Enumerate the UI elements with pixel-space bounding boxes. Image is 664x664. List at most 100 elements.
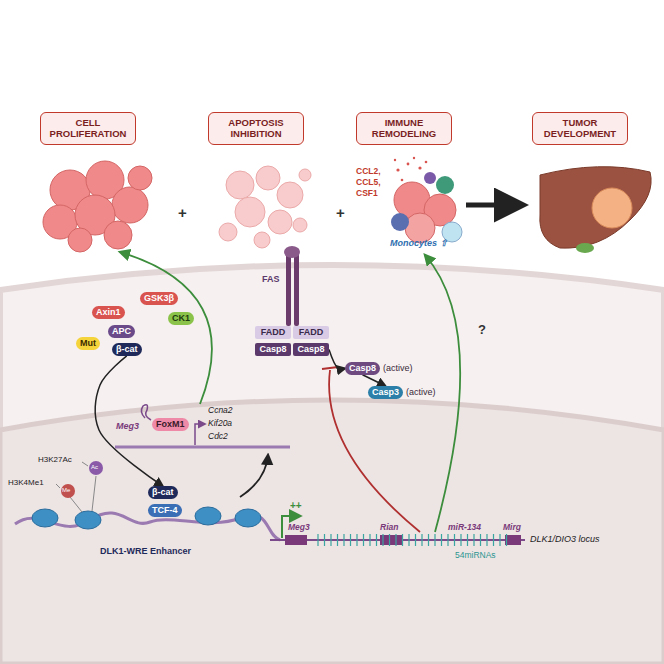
caspase-box: Casp8: [255, 343, 291, 356]
node-label: Casp8: [297, 344, 324, 354]
immune-niche: [391, 157, 462, 243]
cell-membrane: [0, 265, 664, 664]
protein-blob: β-cat: [148, 486, 178, 499]
node-label: FADD: [299, 327, 324, 337]
gene-label: Ccna2: [208, 405, 233, 415]
meg3-rna: [141, 405, 151, 420]
node-label: IMMUNE REMODELING: [372, 117, 436, 139]
protein-blob: FoxM1: [152, 418, 189, 431]
mirna-tick: [447, 534, 448, 546]
mirna-tick: [317, 534, 318, 546]
plus-sign: +: [336, 204, 345, 222]
outcome-box: TUMOR DEVELOPMENT: [532, 112, 628, 145]
protein-blob: β-cat: [112, 343, 142, 356]
mirna-tick: [324, 534, 325, 546]
mirna-tick: [486, 534, 487, 546]
node-label: CK1: [172, 313, 190, 323]
mutation-star: Mut: [76, 337, 100, 350]
inhibition-bar: [322, 367, 338, 369]
transcription-arrow: [195, 424, 205, 445]
mirna-tick: [493, 534, 494, 546]
mirna-tick: [441, 534, 442, 546]
progression-arrow: [466, 203, 522, 208]
cytokine-label: CCL2,: [356, 166, 381, 176]
leader-line: [82, 462, 88, 466]
fadd-box: FADD: [255, 326, 291, 339]
active-caspase: Casp3(active): [368, 386, 403, 399]
mirna-tick: [454, 534, 455, 546]
activation-arrow: [240, 455, 268, 497]
mirna-tick: [506, 534, 507, 546]
gene-label: Kif20a: [208, 418, 232, 428]
gene-label: Meg3: [288, 522, 310, 532]
node-label: Axin1: [96, 307, 121, 317]
connector-arrow: [363, 375, 386, 386]
upregulation-mark: ++: [290, 500, 302, 512]
node-label: GSK3β: [144, 293, 174, 303]
protein-blob: CK1: [168, 312, 194, 325]
node-label: β-cat: [152, 487, 174, 497]
node-label: Mut: [80, 338, 96, 348]
protein-blob: Axin1: [92, 306, 125, 319]
gene-label: Meg3: [116, 421, 139, 432]
cytokine-label: CCL5,: [356, 177, 381, 187]
mirna-tick: [460, 534, 461, 546]
node-label: TUMOR DEVELOPMENT: [544, 117, 616, 139]
outcome-box: CELL PROLIFERATION: [40, 112, 136, 145]
active-caspase: Casp8(active): [345, 362, 380, 375]
plus-sign: +: [178, 204, 187, 222]
outcome-box: IMMUNE REMODELING: [356, 112, 452, 145]
mirna-tick: [330, 534, 331, 546]
connector-arrow: [329, 349, 345, 368]
mirna-tick: [434, 534, 435, 546]
mirna-tick: [395, 534, 396, 546]
histone-mark-label: H3K27Ac: [38, 455, 72, 465]
nucleosomes: [32, 507, 261, 529]
mark-symbol: Ac: [91, 464, 98, 471]
node-label: APC: [112, 326, 131, 336]
node-label: Casp8: [349, 363, 376, 373]
mark-stem: [92, 476, 96, 511]
protein-blob: TCF-4: [148, 504, 182, 517]
node-label: Casp3: [372, 387, 399, 397]
fas-receptor: [284, 246, 300, 326]
outcome-box: APOPTOSIS INHIBITION: [208, 112, 304, 145]
mirna-tick: [415, 534, 416, 546]
dna-strand: [115, 446, 290, 449]
node-label: CELL PROLIFERATION: [50, 117, 127, 139]
mirna-tick: [343, 534, 344, 546]
protein-blob: GSK3β: [140, 292, 178, 305]
liver: [540, 167, 651, 253]
histone-mark-label: H3K4Me1: [8, 478, 44, 488]
mirna-tick: [480, 534, 481, 546]
state-label: (active): [406, 387, 436, 398]
caspase-box: Casp8: [293, 343, 329, 356]
mirna-tick: [356, 534, 357, 546]
gene-label: Rian: [380, 522, 398, 532]
mirna-tick: [389, 534, 390, 546]
node-label: Casp8: [259, 344, 286, 354]
mirna-label: 54miRNAs: [455, 550, 496, 560]
methyl-mark: [61, 484, 75, 498]
apoptotic-cells: [219, 166, 311, 248]
mark-symbol: Me: [62, 487, 70, 494]
protein-blob: APC: [108, 325, 135, 338]
unknown-mark: ?: [478, 322, 486, 338]
nuclear-membrane: [0, 400, 664, 664]
mirna-tick: [402, 534, 403, 546]
mirna-tick: [369, 534, 370, 546]
state-label: (active): [383, 363, 413, 374]
cytokine-label: CSF1: [356, 188, 378, 198]
mirna-tick: [473, 534, 474, 546]
mirna-tick: [350, 534, 351, 546]
enhancer-label: DLK1-WRE Enhancer: [100, 546, 191, 557]
mirna-tick: [382, 534, 383, 546]
mirna-ticks: [318, 534, 507, 546]
cell-type-label: Monocytes ⇧: [390, 238, 448, 249]
fadd-box: FADD: [293, 326, 329, 339]
mirna-tick: [467, 534, 468, 546]
locus-label: DLK1/DIO3 locus: [530, 534, 600, 545]
mirna-tick: [376, 534, 377, 546]
